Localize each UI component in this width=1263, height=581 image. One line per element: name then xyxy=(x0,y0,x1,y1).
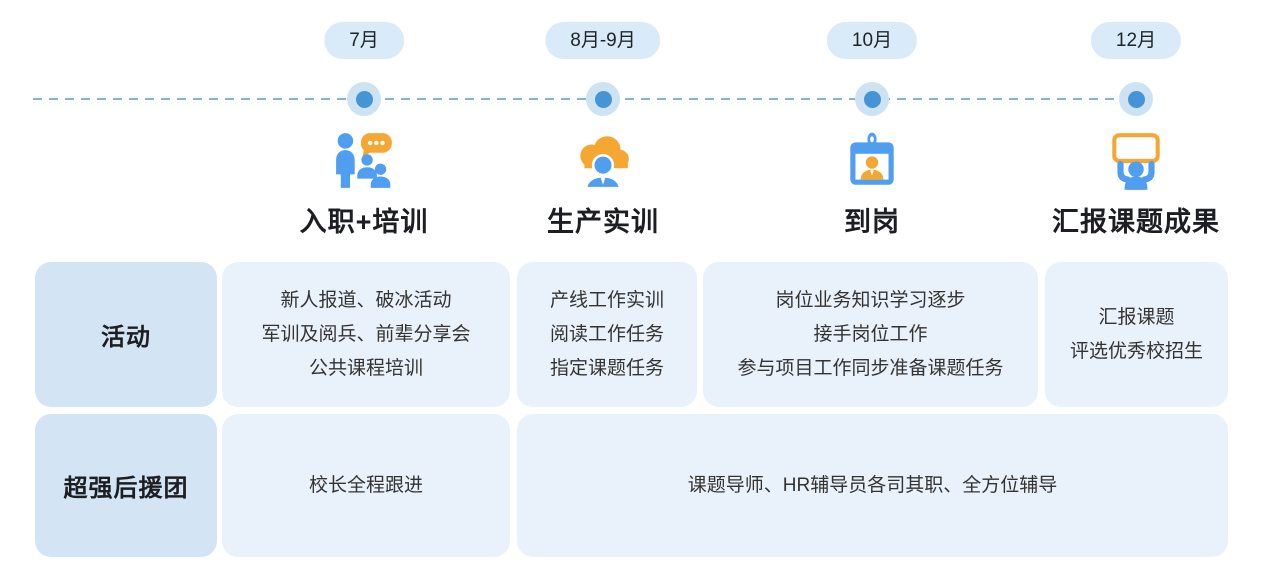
timeline-dot xyxy=(347,82,381,116)
timeline-dot-core xyxy=(594,90,612,108)
support-cell-merged: 课题导师、HR辅导员各司其职、全方位辅导 xyxy=(517,414,1228,557)
row-header-activities: 活动 xyxy=(35,262,217,407)
cell-line: 新人报道、破冰活动 xyxy=(280,289,452,311)
activities-cell-stage3: 岗位业务知识学习逐步 接手岗位工作 参与项目工作同步准备课题任务 xyxy=(703,262,1038,407)
month-pill: 7月 xyxy=(324,22,404,59)
cell-line: 接手岗位工作 xyxy=(813,323,928,345)
timeline-dot-core xyxy=(355,90,373,108)
timeline-dot-core xyxy=(863,90,881,108)
cell-line: 汇报课题 xyxy=(1098,306,1175,328)
person-sign-icon xyxy=(1112,133,1160,190)
stage-title: 入职+培训 xyxy=(299,207,429,237)
id-badge-icon xyxy=(850,132,894,185)
month-pill: 8月-9月 xyxy=(545,22,661,59)
support-cell-stage1: 校长全程跟进 xyxy=(222,414,510,557)
timeline-dashed-line xyxy=(33,98,1136,100)
cloud-person-icon xyxy=(580,136,629,189)
cell-line: 参与项目工作同步准备课题任务 xyxy=(737,357,1004,379)
cell-line: 岗位业务知识学习逐步 xyxy=(775,289,966,311)
month-pill: 10月 xyxy=(826,22,918,59)
timeline-dot xyxy=(855,82,889,116)
activities-cell-stage1: 新人报道、破冰活动 军训及阅兵、前辈分享会 公共课程培训 xyxy=(222,262,510,407)
people-chat-icon xyxy=(336,133,392,188)
month-pill: 12月 xyxy=(1090,22,1182,59)
stage-title: 生产实训 xyxy=(547,207,659,237)
cell-line: 产线工作实训 xyxy=(549,289,664,311)
activities-cell-stage4: 汇报课题 评选优秀校招生 xyxy=(1045,262,1228,407)
cell-line: 校长全程跟进 xyxy=(308,474,423,496)
stage-title: 汇报课题成果 xyxy=(1052,207,1220,237)
cell-line: 军训及阅兵、前辈分享会 xyxy=(261,323,471,345)
cell-line: 课题导师、HR辅导员各司其职、全方位辅导 xyxy=(687,474,1058,496)
timeline-dot xyxy=(586,82,620,116)
row-header-support-team: 超强后援团 xyxy=(35,414,217,557)
stage-title: 到岗 xyxy=(844,207,900,237)
timeline-dot xyxy=(1119,82,1153,116)
timeline-dot-core xyxy=(1127,90,1145,108)
cell-line: 评选优秀校招生 xyxy=(1069,340,1203,362)
cell-line: 公共课程培训 xyxy=(308,357,423,379)
cell-line: 指定课题任务 xyxy=(549,357,664,379)
activities-cell-stage2: 产线工作实训 阅读工作任务 指定课题任务 xyxy=(517,262,697,407)
cell-line: 阅读工作任务 xyxy=(549,323,664,345)
